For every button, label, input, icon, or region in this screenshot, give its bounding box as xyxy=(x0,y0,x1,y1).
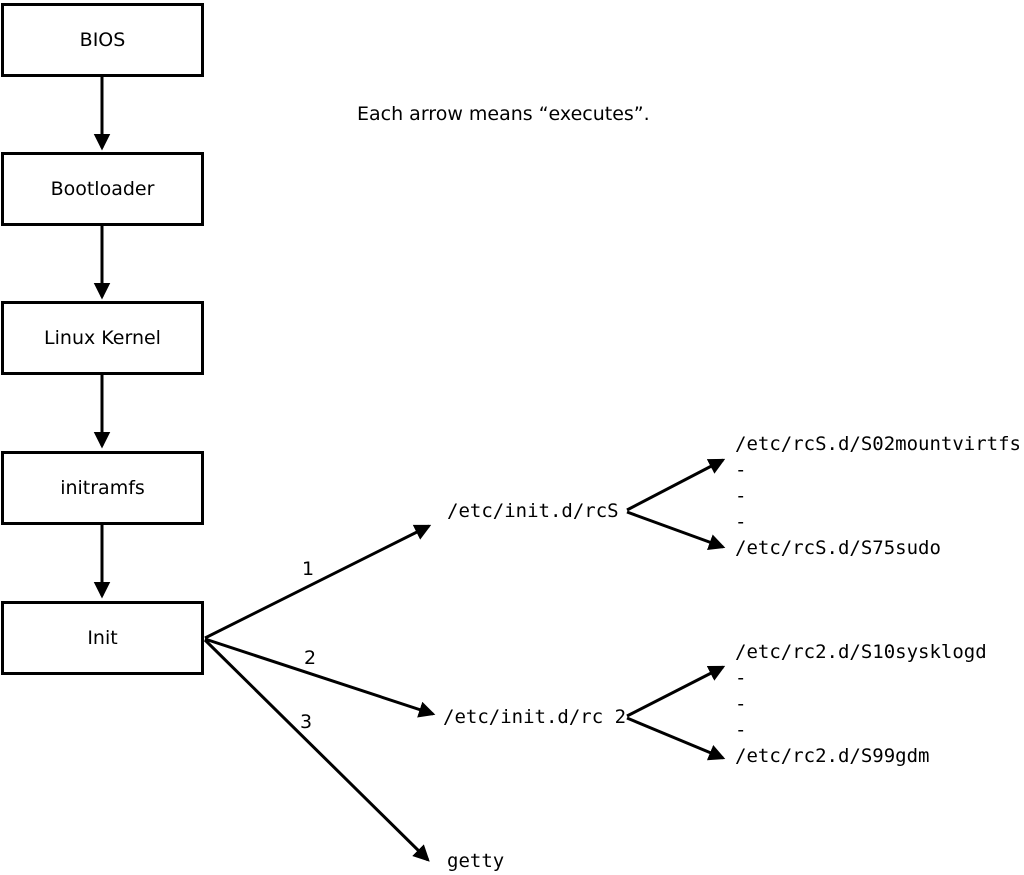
box-linux-kernel: Linux Kernel xyxy=(1,301,204,375)
rc2-script-line: /etc/rc2.d/S10sysklogd xyxy=(735,641,987,663)
rcs-script-list: /etc/rcS.d/S02mountvirtfs - - - /etc/rcS… xyxy=(735,431,1021,561)
arrow-rcs-to-s75sudo xyxy=(626,510,726,550)
box-initramfs-label: initramfs xyxy=(60,476,145,499)
target-rc2-label: /etc/init.d/rc 2 xyxy=(443,706,627,728)
rcs-script-ellipsis: - xyxy=(735,511,747,533)
box-bootloader: Bootloader xyxy=(1,152,204,226)
branch-number-1: 1 xyxy=(302,558,315,580)
rcs-script-ellipsis: - xyxy=(735,485,747,507)
rcs-script-line: /etc/rcS.d/S75sudo xyxy=(735,537,941,559)
arrow-init-to-getty xyxy=(203,638,430,862)
arrow-rcs-to-s02mountvirtfs xyxy=(626,458,726,512)
rcs-script-line: /etc/rcS.d/S02mountvirtfs xyxy=(735,433,1021,455)
rc2-script-ellipsis: - xyxy=(735,719,747,741)
arrow-meaning-note: Each arrow means “executes”. xyxy=(357,103,650,125)
target-getty-label: getty xyxy=(447,850,505,872)
box-init: Init xyxy=(1,601,204,675)
target-rcs-label: /etc/init.d/rcS xyxy=(447,500,619,522)
box-initramfs: initramfs xyxy=(1,451,204,525)
arrow-init-to-rcs xyxy=(204,524,432,640)
box-init-label: Init xyxy=(87,626,118,649)
rc2-script-list: /etc/rc2.d/S10sysklogd - - - /etc/rc2.d/… xyxy=(735,639,987,769)
arrow-rc2-to-s99gdm xyxy=(626,716,726,761)
rc2-script-line: /etc/rc2.d/S99gdm xyxy=(735,745,930,767)
branch-number-3: 3 xyxy=(300,711,313,733)
box-bios-label: BIOS xyxy=(79,28,126,51)
box-bios: BIOS xyxy=(1,3,204,77)
box-bootloader-label: Bootloader xyxy=(50,177,155,200)
arrow-rc2-to-s10sysklogd xyxy=(626,665,726,718)
branch-number-2: 2 xyxy=(304,647,317,669)
arrow-init-to-rc2 xyxy=(204,637,436,718)
rc2-script-ellipsis: - xyxy=(735,667,747,689)
rcs-script-ellipsis: - xyxy=(735,459,747,481)
rc2-script-ellipsis: - xyxy=(735,693,747,715)
box-linux-kernel-label: Linux Kernel xyxy=(44,326,161,349)
